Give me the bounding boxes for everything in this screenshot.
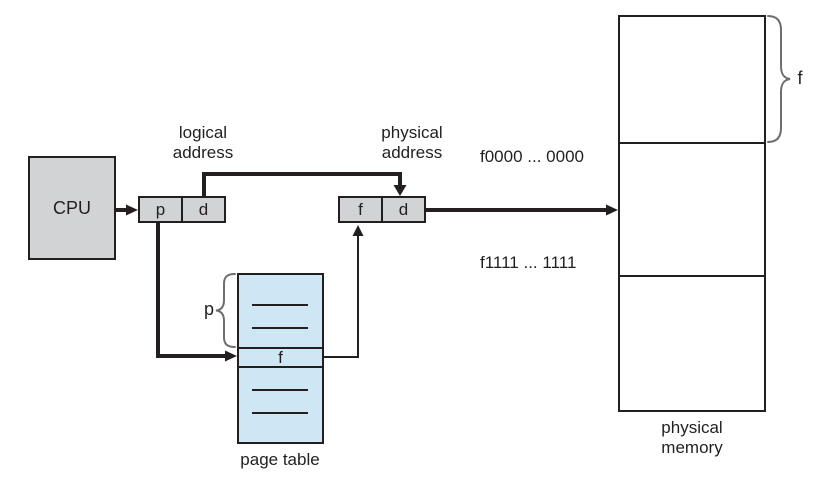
physical-memory-box [618, 15, 766, 412]
physical-offset-cell: d [381, 196, 426, 223]
frame-start-address-label: f0000 ... 0000 [480, 147, 584, 166]
physical-to-memory-arrowhead [606, 204, 618, 216]
page-table-to-f-arrowhead [352, 225, 364, 236]
logical-address-register: p d [138, 196, 226, 223]
logical-offset-cell: d [181, 196, 226, 223]
p-to-page-table-arrow-line [156, 221, 226, 358]
physical-address-register: f d [338, 196, 426, 223]
cpu-label: CPU [52, 197, 91, 218]
logical-to-physical-arrow-line [202, 172, 402, 197]
cpu-to-logical-arrowhead [126, 204, 138, 216]
page-table-caption: page table [240, 450, 320, 469]
page-table-to-f-arrow-line [324, 235, 359, 358]
cpu-box: CPU [28, 156, 116, 260]
frame-brace [767, 15, 791, 143]
physical-memory-caption: physical memory [661, 418, 723, 457]
logical-to-physical-arrowhead [393, 185, 407, 196]
page-table-box [237, 273, 324, 444]
frame-brace-label: f [797, 68, 803, 88]
frame-end-address-label: f1111 ... 1111 [480, 253, 577, 272]
logical-address-caption: logical address [172, 123, 234, 162]
physical-address-caption: physical address [381, 123, 443, 162]
page-index-brace-label: p [203, 299, 214, 319]
p-to-page-table-arrowhead [225, 350, 237, 362]
page-table-entry-value: f [278, 347, 283, 367]
physical-frame-number-cell: f [338, 196, 383, 223]
logical-page-number-cell: p [138, 196, 183, 223]
